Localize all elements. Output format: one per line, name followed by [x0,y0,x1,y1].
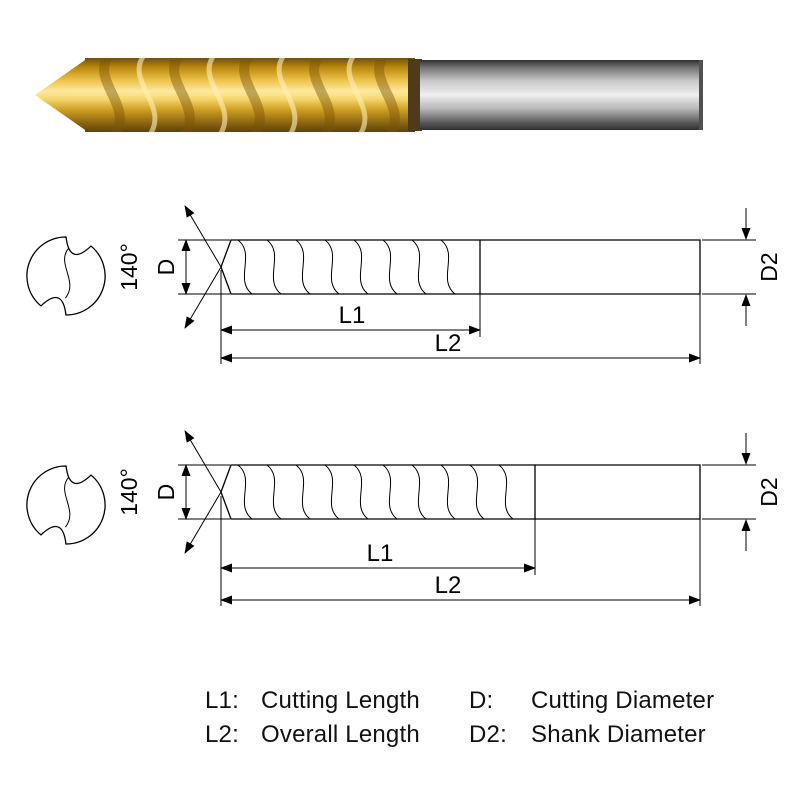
overall-length-label: L2 [435,572,462,599]
overall-length-dimension: L2 [220,519,701,606]
diagram-long-drill: 140° D L1 L2 D2 [26,430,782,606]
cutting-diameter-dimension: D [153,464,230,520]
cutting-length-dimension: L1 [220,270,481,364]
drill-outline [220,239,701,295]
overall-length-label: L2 [435,330,462,357]
legend-row: L1: Cutting Length D: Cutting Diameter [205,684,714,718]
point-angle-dimension: 140° [116,205,222,329]
cutting-length-dimension: L1 [220,496,536,606]
end-view [26,236,106,316]
shank-diameter-dimension: D2 [702,208,782,326]
flute-helix-lines [237,239,456,295]
flute-spiral-shading [99,58,400,132]
drill-shank-photo [420,60,703,130]
cutting-length-label: L1 [339,302,366,329]
legend-row: L2: Overall Length D2: Shank Diameter [205,718,714,752]
point-angle-label: 140° [116,468,142,516]
shank-diameter-label: D2 [756,252,782,281]
point-angle-dimension: 140° [116,430,222,554]
legend-key-l2: L2: [205,721,239,748]
cutting-diameter-dimension: D [153,239,230,295]
drill-outline [220,464,701,520]
legend-key-d2: D2: [469,721,507,748]
drill-photo [35,58,703,132]
drill-tip-photo [35,58,88,132]
shank-diameter-label: D2 [756,477,782,506]
legend-value-overall-length: Overall Length [261,721,420,748]
shank-end-face [699,60,703,130]
legend-value-shank-diameter: Shank Diameter [531,721,706,748]
legend-value-cutting-length: Cutting Length [261,687,420,714]
end-view [26,465,106,545]
cutting-diameter-label: D [153,484,179,501]
cutting-length-label: L1 [367,540,394,567]
diagram-short-drill: 140° D L1 L2 D2 [26,205,782,364]
overall-length-dimension: L2 [220,294,701,364]
legend-key-d: D: [469,687,494,714]
legend-value-cutting-diameter: Cutting Diameter [531,687,715,714]
legend: L1: Cutting Length D: Cutting Diameter L… [205,684,714,752]
cutting-diameter-label: D [153,259,179,276]
flute-helix-lines [237,464,514,520]
legend-key-l1: L1: [205,687,239,714]
coating-transition [408,59,422,131]
point-angle-label: 140° [116,243,142,291]
shank-diameter-dimension: D2 [702,433,782,551]
